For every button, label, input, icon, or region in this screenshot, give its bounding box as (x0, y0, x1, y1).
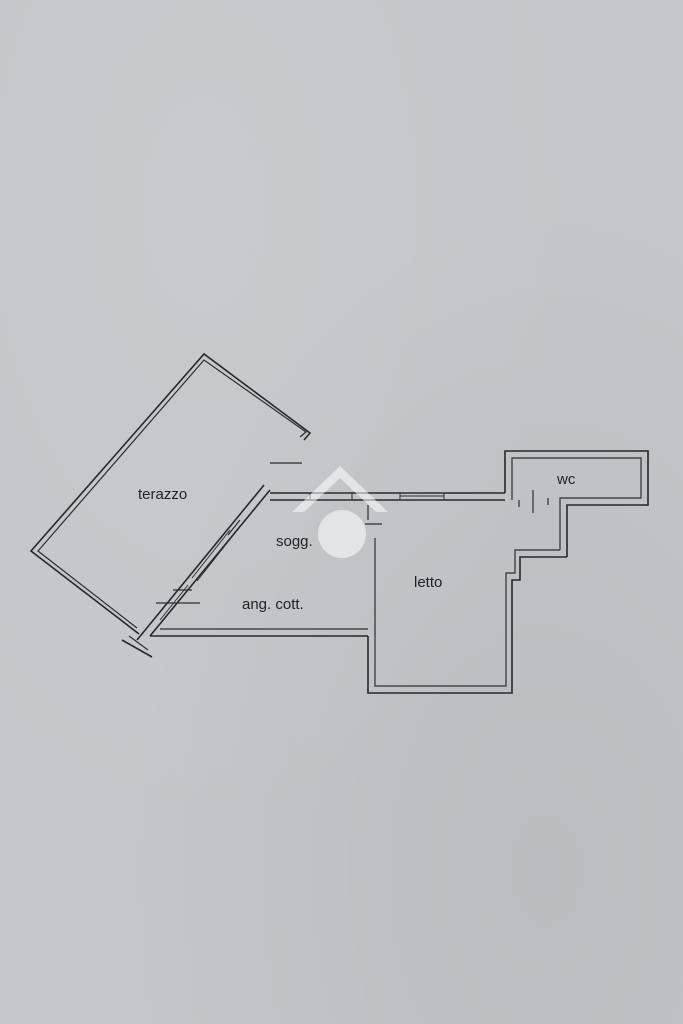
bathroom-label: wc (556, 471, 576, 488)
partition-wall (121, 484, 271, 658)
house-logo-icon (292, 466, 388, 558)
kitchenette-bottom-wall (150, 628, 368, 637)
bathroom-walls (504, 450, 649, 557)
living-top-wall (270, 492, 505, 501)
terrace-label: terazzo (138, 486, 187, 503)
bedroom-walls (365, 505, 567, 694)
bedroom-label: letto (414, 574, 442, 591)
terrace-walls (29, 352, 312, 635)
living-label: sogg. (276, 533, 313, 550)
kitchenette-label: ang. cott. (242, 596, 304, 613)
